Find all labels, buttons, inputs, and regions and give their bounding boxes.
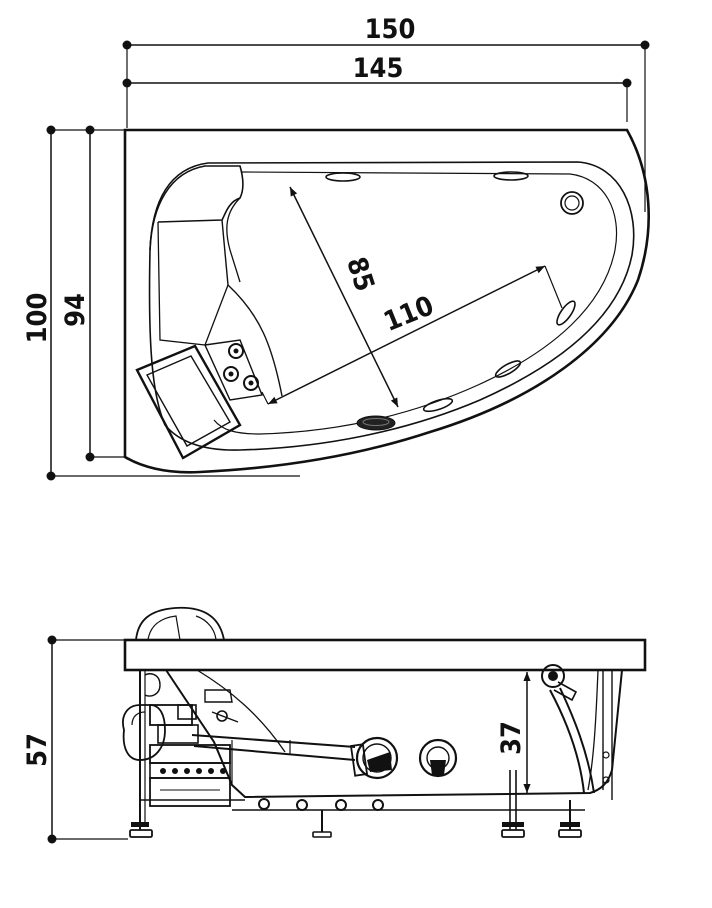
tub-body-side (165, 669, 623, 799)
jet-icon (258, 798, 270, 810)
dimension-inner-height: 37 (496, 672, 531, 793)
dimension-inner-width: 94 (60, 125, 125, 462)
dim-label-85: 85 (340, 254, 380, 296)
dimension-total-length: 150 (122, 14, 650, 212)
headrest-side (135, 606, 225, 641)
tub-rim-outline (123, 128, 650, 474)
control-knob-2-icon (223, 366, 239, 382)
overflow-drain-icon (560, 191, 584, 215)
dim-label-94: 94 (60, 293, 91, 327)
pipe (191, 734, 369, 777)
floor-drain-icon (356, 415, 396, 431)
foot-icon (129, 815, 153, 838)
foot-icon (312, 810, 332, 838)
dimension-total-width: 100 (22, 125, 300, 481)
top-view: 150 145 100 94 (22, 14, 650, 481)
jet-icon (494, 360, 522, 378)
jet-icon (372, 799, 384, 811)
jet-icon (296, 799, 308, 811)
dimension-total-height: 57 (22, 635, 128, 844)
foot-icon (501, 770, 525, 838)
tub-rim-side (123, 638, 647, 672)
jet-nozzles-side (258, 798, 384, 811)
jet-icon (325, 172, 361, 182)
dim-label-100: 100 (22, 293, 53, 344)
jet-icon (335, 799, 347, 811)
dimension-basin-depth: 85 (289, 186, 399, 408)
dim-label-57: 57 (22, 733, 53, 767)
headrest (149, 165, 283, 397)
frame (139, 670, 613, 822)
basin-outer-edge (148, 161, 635, 451)
hose-fitting (541, 664, 595, 794)
dim-label-37: 37 (496, 721, 527, 755)
dim-label-110: 110 (379, 290, 438, 338)
jet-body-2-icon (418, 738, 458, 778)
jet-icon (422, 397, 454, 413)
foot-icon (558, 800, 582, 838)
jet-icon (556, 300, 576, 326)
dim-label-150: 150 (365, 14, 416, 45)
side-view: 57 (22, 606, 647, 844)
dim-label-145: 145 (353, 53, 404, 84)
jet-body-1-icon (355, 736, 399, 780)
adjustable-feet (129, 770, 582, 838)
control-knob-3-icon (243, 375, 259, 391)
control-panel (203, 339, 263, 401)
water-jets (325, 171, 576, 413)
display-screen-icon (135, 344, 242, 460)
dimension-basin-length: 110 (261, 265, 563, 405)
jet-icon (493, 171, 529, 181)
control-knob-1-icon (228, 343, 244, 359)
dimension-inner-length: 145 (122, 53, 632, 122)
pump-assembly (122, 673, 239, 807)
